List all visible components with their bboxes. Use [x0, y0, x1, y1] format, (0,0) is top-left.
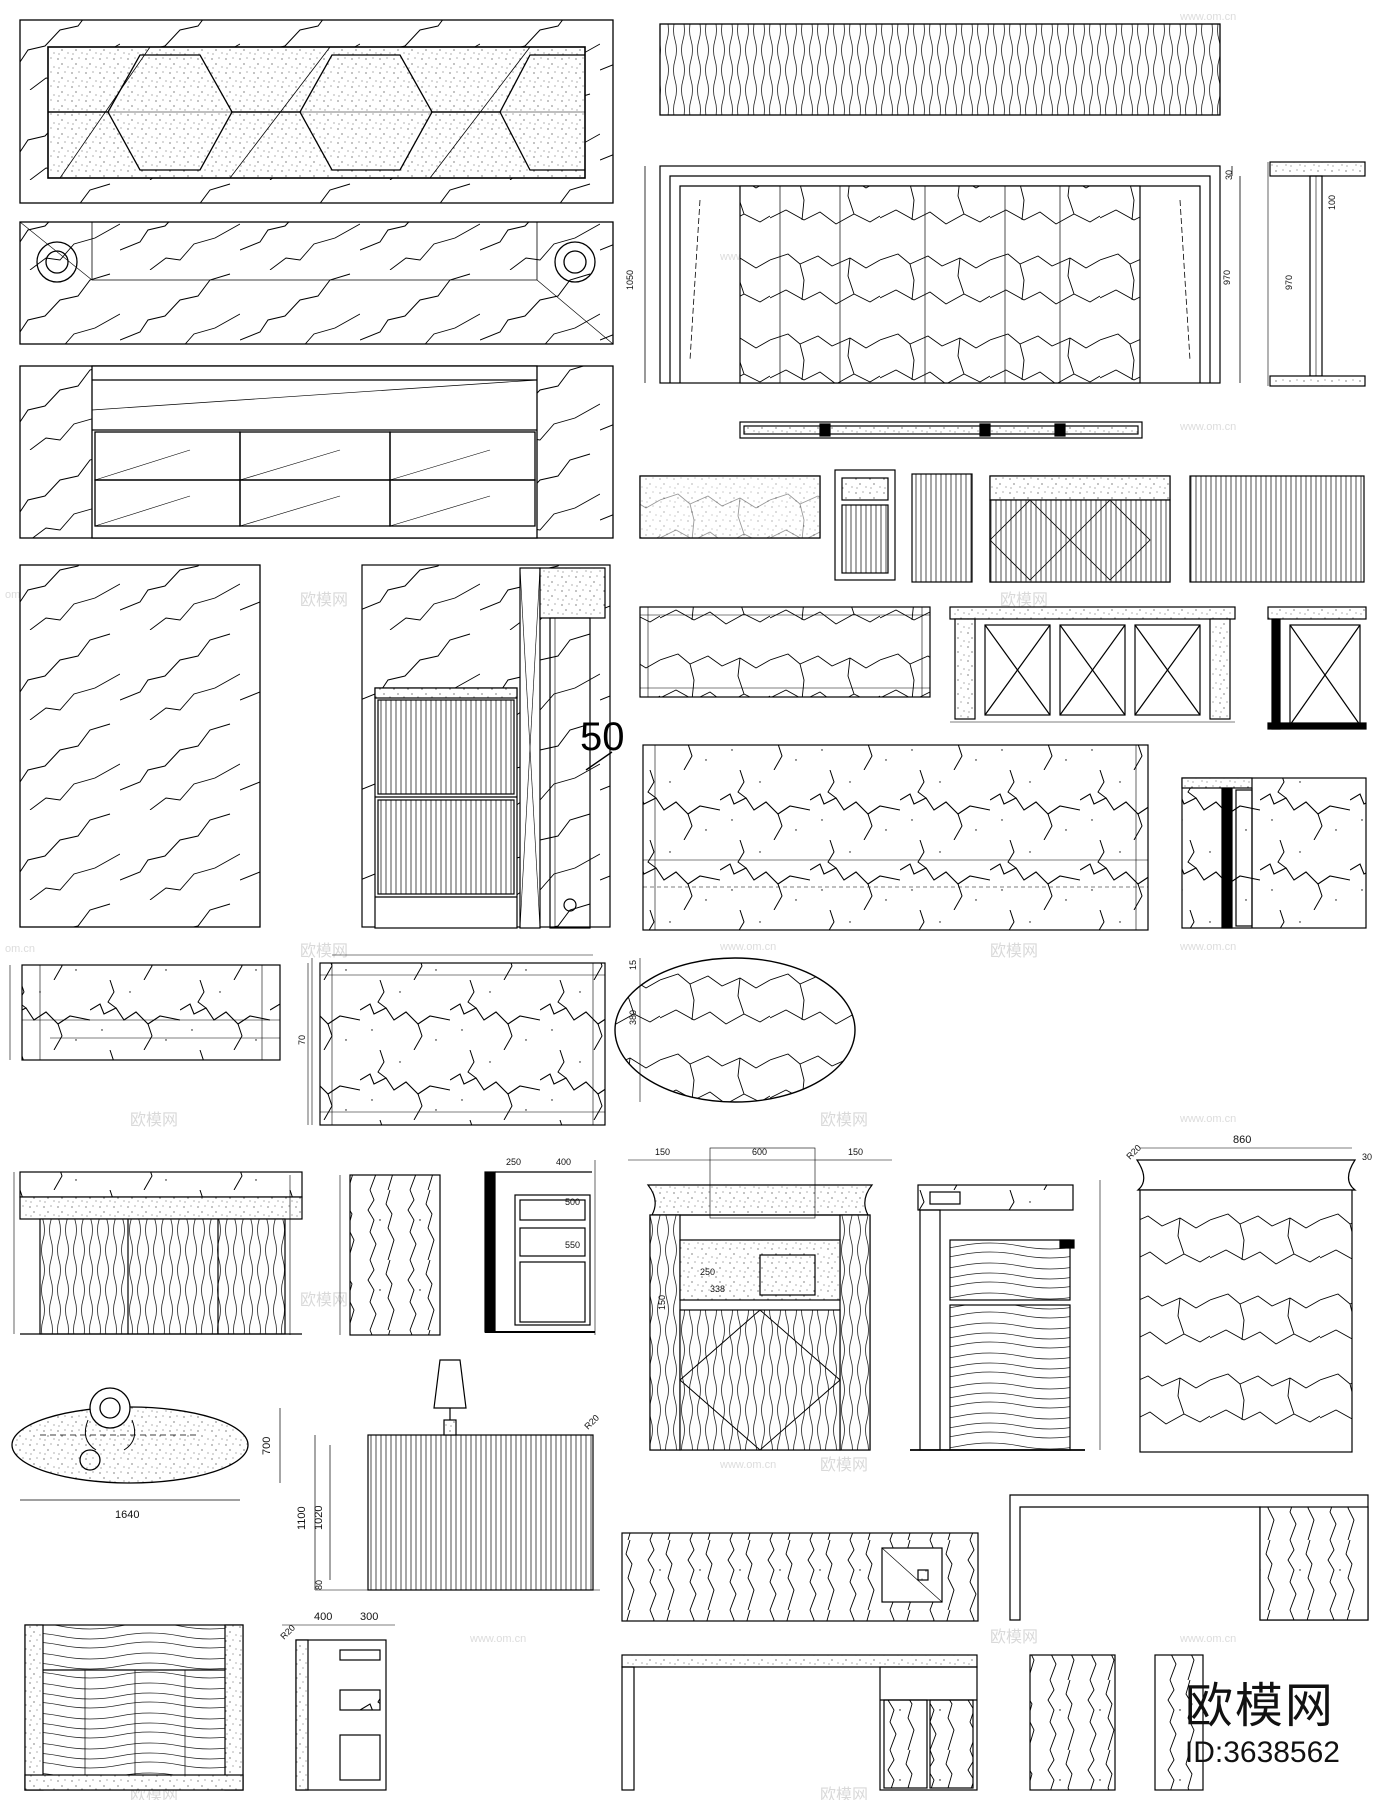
- elevation-l-shaped-desk: [1009, 1494, 1369, 1621]
- big-annotation-mark: 50: [580, 715, 625, 759]
- watermark: 欧模网: [300, 1290, 348, 1309]
- elevation-reception-front: [628, 1147, 892, 1451]
- watermark: 欧模网: [820, 1455, 868, 1474]
- elevation-marble-counter-mid: [307, 954, 606, 1126]
- plan-oval-desk: [11, 1387, 281, 1501]
- elevation-x-brace-cabinet: [949, 606, 1236, 723]
- watermark-url: www.om.cn: [469, 1633, 526, 1645]
- dim-label: 150: [655, 1147, 670, 1157]
- watermark: 欧模网: [820, 1785, 868, 1800]
- dim-label: 600: [752, 1147, 767, 1157]
- dim-label: 860: [1233, 1134, 1251, 1146]
- elevation-desk-frame: [621, 1654, 978, 1791]
- watermark: 欧模网: [130, 1110, 178, 1129]
- dim-label: 15: [628, 960, 638, 970]
- dim-label: 250: [506, 1157, 521, 1167]
- watermark-url: www.om.cn: [1179, 11, 1236, 23]
- dim-label: 700: [261, 1437, 273, 1455]
- dim-label: R20: [582, 1413, 601, 1432]
- wood-grain-strip: [659, 23, 1221, 116]
- section-profile-tall: [1267, 161, 1366, 387]
- dim-label: 500: [565, 1197, 580, 1207]
- dim-label: 150: [848, 1147, 863, 1157]
- dim-label: 550: [565, 1240, 580, 1250]
- dim-label: 30: [1224, 170, 1234, 180]
- watermark: 欧模网: [990, 1627, 1038, 1646]
- brand-id-label: ID:3638562: [1184, 1736, 1340, 1769]
- dim-label: 1020: [313, 1506, 325, 1530]
- elevation-circle-panel: [19, 221, 614, 345]
- elevation-tall-marble-panel: [19, 564, 261, 928]
- watermark: 欧模网: [300, 590, 348, 609]
- watermark: 欧模网: [990, 941, 1038, 960]
- annotation-leader: [585, 751, 613, 771]
- watermark-url: www.om.cn: [1179, 1633, 1236, 1645]
- dimension-ticks: [9, 958, 313, 1335]
- elevation-long-marble-bench: [621, 1532, 979, 1622]
- elevation-cabinet-front: [644, 165, 1241, 384]
- dim-label: R20: [278, 1623, 297, 1642]
- dim-label: 30: [1362, 1152, 1372, 1162]
- dim-label: 250: [700, 1267, 715, 1277]
- watermark-url: www.om.cn: [1179, 421, 1236, 433]
- dim-label: 400: [556, 1157, 571, 1167]
- watermark: 欧模网: [1000, 590, 1048, 609]
- dim-label: 150: [657, 1295, 667, 1310]
- elevation-curved-desk-lamp: [314, 1359, 600, 1591]
- dim-label: 100: [1327, 195, 1337, 210]
- dim-label: 1640: [115, 1509, 139, 1521]
- dim-label: 300: [360, 1611, 378, 1623]
- watermark: 欧模网: [820, 1110, 868, 1129]
- elevation-drawer-panel: [19, 365, 614, 539]
- section-strata-side: [282, 1624, 395, 1791]
- elevation-reception-side-marble: [1135, 1147, 1357, 1453]
- watermark: 欧模网: [300, 941, 348, 960]
- dim-label: 400: [314, 1611, 332, 1623]
- section-wall-cabinet: [361, 564, 611, 929]
- dim-label: 1100: [296, 1506, 308, 1530]
- elevation-large-marble-wall: [642, 744, 1149, 931]
- section-drawer-unit: [484, 1160, 596, 1335]
- elevation-diamond-panel: [19, 19, 614, 204]
- section-x-brace-side: [1267, 606, 1367, 730]
- elevation-wood-counter: [13, 1171, 303, 1335]
- dim-label: 70: [297, 1035, 307, 1045]
- elevation-marble-end-panels: [1029, 1654, 1204, 1791]
- watermark-url: www.om.cn: [1179, 1113, 1236, 1125]
- brand-watermark: 欧模网 ID:3638562: [1185, 1682, 1340, 1770]
- watermark-url: www.om.cn: [719, 941, 776, 953]
- dim-label: 80: [314, 1580, 324, 1590]
- watermark-url: om.cn: [5, 943, 35, 955]
- plan-strip-thin: [739, 421, 1143, 439]
- dim-label: 338: [710, 1284, 725, 1294]
- section-marble-cabinet-side: [1181, 777, 1367, 929]
- section-reception-side: [910, 1180, 1101, 1451]
- plan-oval-top: [614, 957, 856, 1103]
- watermark-url: www.om.cn: [1179, 941, 1236, 953]
- elevation-marble-bench: [639, 606, 931, 698]
- dim-label: 970: [1222, 270, 1232, 285]
- dim-label: 1050: [625, 270, 635, 290]
- watermark-url: www.om.cn: [719, 1459, 776, 1471]
- elevation-small-marble-side: [339, 1174, 441, 1336]
- dim-label: R20: [1124, 1143, 1143, 1162]
- small-elevations-row: [639, 469, 1365, 583]
- dim-label: 970: [1284, 275, 1294, 290]
- elevation-marble-counter-left: [21, 964, 281, 1061]
- elevation-strata-cabinet: [24, 1624, 244, 1791]
- brand-logo-text: 欧模网: [1184, 1678, 1335, 1734]
- dim-label: 380: [628, 1010, 638, 1025]
